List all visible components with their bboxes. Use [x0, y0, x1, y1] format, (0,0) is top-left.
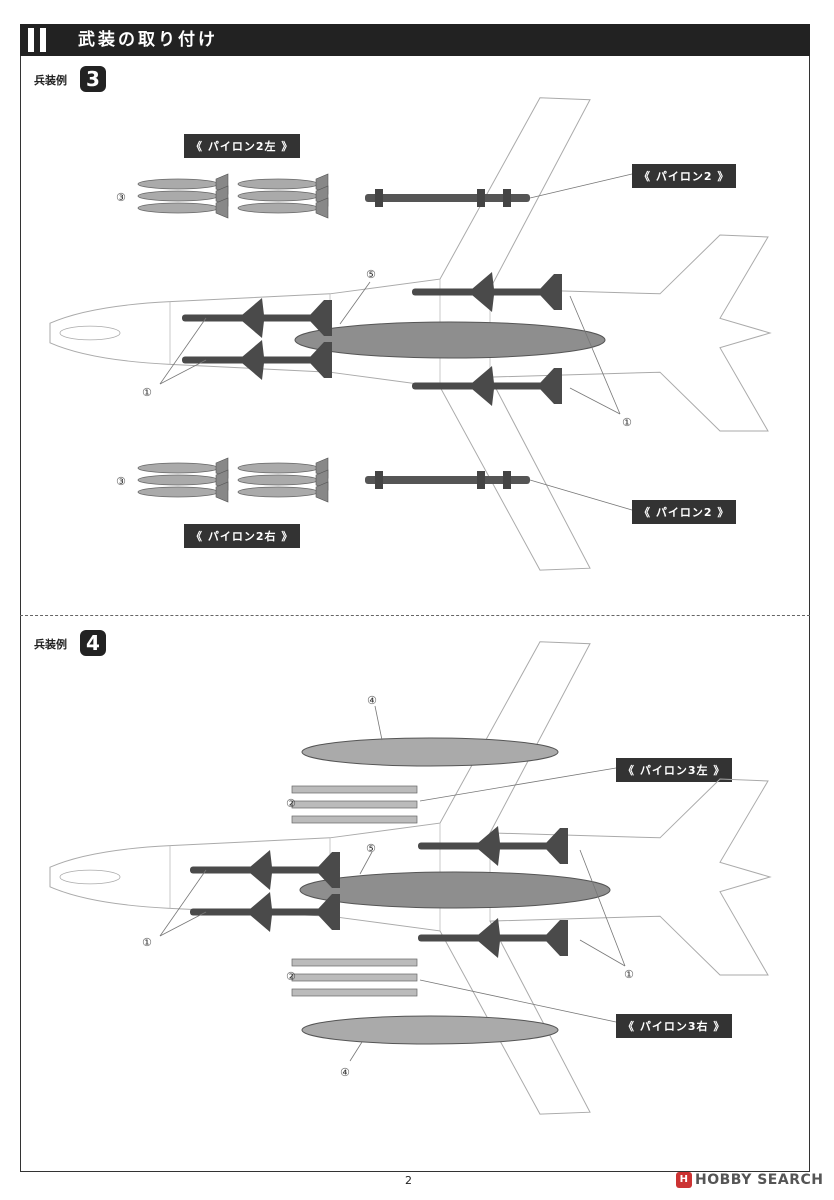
- ecm-pods-bottom: [291, 958, 418, 997]
- leader-lines-3: [159, 173, 633, 511]
- header-stripe-right: [40, 28, 46, 52]
- marker-3-bombs-bottom: ③: [116, 475, 126, 488]
- missile-3-d: [412, 366, 562, 406]
- marker-4-pods-bottom: ②: [286, 970, 296, 983]
- marker-4-missiles-left: ①: [142, 936, 152, 949]
- example-4-label: 兵装例: [34, 638, 67, 651]
- marker-4-tank-bottom: ④: [340, 1066, 350, 1079]
- leader-lines-4: [159, 705, 626, 1062]
- marker-3-missiles-left: ①: [142, 386, 152, 399]
- marker-3-missiles-right: ①: [622, 416, 632, 429]
- rack-top: [365, 189, 530, 207]
- rack-bottom: [365, 471, 530, 489]
- hobby-search-logo-icon: H: [676, 1172, 692, 1188]
- section-title: 武装の取り付け: [78, 30, 218, 50]
- watermark-text: HOBBY SEARCH: [695, 1172, 824, 1188]
- missile-4-d: [418, 918, 568, 958]
- callout-pylon3-left: 《 パイロン3左 》: [616, 758, 733, 782]
- drop-tank-top: [301, 737, 559, 767]
- callout-pylon2-right: 《 パイロン2右 》: [184, 524, 301, 548]
- center-tank-3: [294, 321, 606, 359]
- callout-pylon2-bottom: 《 パイロン2 》: [632, 500, 737, 524]
- marker-4-pods-top: ②: [286, 797, 296, 810]
- callout-pylon2-left: 《 パイロン2左 》: [184, 134, 301, 158]
- section-header: 武装の取り付け: [20, 24, 810, 56]
- marker-3-tank: ⑤: [366, 268, 376, 281]
- bombs-right-group: [137, 457, 329, 503]
- example-3-label: 兵装例: [34, 74, 67, 87]
- marker-4-tank-top: ④: [367, 694, 377, 707]
- callout-pylon2-top: 《 パイロン2 》: [632, 164, 737, 188]
- section-divider: [20, 615, 810, 616]
- center-tank-4: [299, 871, 611, 909]
- callout-pylon3-right: 《 パイロン3右 》: [616, 1014, 733, 1038]
- example-3-number: 3: [80, 66, 106, 92]
- header-stripe-left: [28, 28, 34, 52]
- missile-3-c: [412, 272, 562, 312]
- drop-tank-bottom: [301, 1015, 559, 1045]
- marker-4-center-tank: ⑤: [366, 842, 376, 855]
- ecm-pods-top: [291, 785, 418, 824]
- missile-4-c: [418, 826, 568, 866]
- marker-4-missiles-right: ①: [624, 968, 634, 981]
- bombs-left-group: [137, 173, 329, 219]
- marker-3-bombs-top: ③: [116, 191, 126, 204]
- page-number: 2: [405, 1174, 412, 1187]
- assembly-drawing: ③ ③ ⑤ ① ① ④ ④ ② ② ⑤ ① ①: [49, 97, 771, 1115]
- example-4-number: 4: [80, 630, 106, 656]
